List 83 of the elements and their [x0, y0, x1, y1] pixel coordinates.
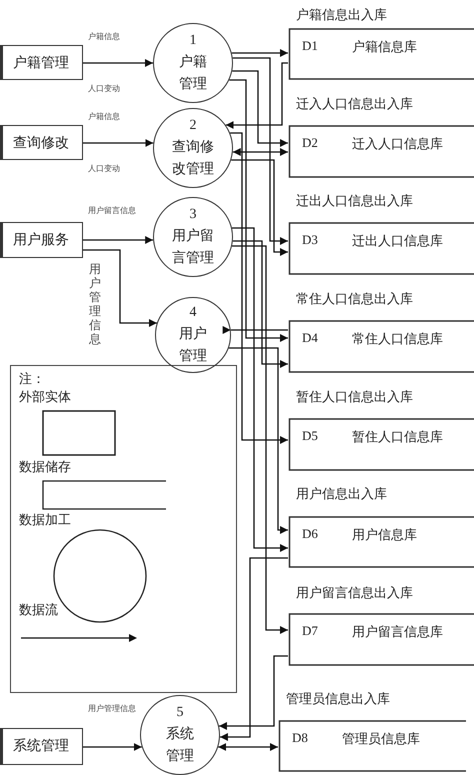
store-id: D1 [302, 38, 318, 54]
edge-label: 用户留言信息 [88, 205, 136, 216]
process-circle [153, 108, 233, 188]
flow-label: 人口变动 [88, 163, 120, 174]
arrow [230, 132, 288, 444]
process-number: 4 [190, 304, 196, 322]
legend-label: 外部实体 [19, 388, 71, 406]
arrow [232, 148, 289, 156]
store-heading: 常住人口信息出入库 [296, 290, 413, 308]
legend-label: 数据储存 [19, 458, 71, 476]
store-heading: 用户留言信息出入库 [296, 584, 413, 602]
store-name: 常住人口信息库 [352, 330, 443, 348]
store-name: 迁入人口信息库 [352, 135, 443, 153]
store-id: D2 [302, 135, 318, 151]
edge-label: 用户管理信息 [89, 262, 101, 346]
store-name: 户籍信息库 [352, 38, 417, 56]
note-label: 注： [19, 370, 45, 388]
process-name: 用户管理 [178, 325, 208, 366]
arrow [83, 236, 154, 244]
store-heading: 暂住人口信息出入库 [296, 388, 413, 406]
process-circle [155, 297, 231, 373]
external-entity-box: 查询修改 [0, 125, 83, 160]
store-id: D8 [292, 730, 308, 746]
store-name: 用户信息库 [352, 526, 417, 544]
arrow [231, 159, 288, 256]
process-name: 用户留言管理 [171, 227, 215, 268]
arrow [83, 249, 157, 327]
process-number: 3 [190, 206, 196, 224]
arrow [83, 59, 154, 67]
flow-label: 人口变动 [88, 83, 120, 94]
data-store [288, 516, 474, 568]
process-name: 系统管理 [165, 725, 195, 766]
store-id: D4 [302, 330, 318, 346]
process-name: 户籍管理 [178, 53, 208, 94]
store-name: 迁出人口信息库 [352, 232, 443, 250]
data-store [278, 720, 466, 772]
store-heading: 用户信息出入库 [296, 485, 387, 503]
arrow [218, 655, 288, 730]
arrow [229, 79, 288, 342]
arrow [218, 743, 279, 751]
store-id: D3 [302, 232, 318, 248]
data-store [288, 320, 474, 373]
store-id: D5 [302, 428, 318, 444]
external-entity-box: 系统管理 [0, 728, 83, 765]
data-store [288, 222, 474, 275]
arrow [232, 245, 288, 634]
data-store [288, 28, 474, 80]
process-name: 查询修改管理 [171, 138, 215, 179]
store-name: 用户留言信息库 [352, 623, 443, 641]
store-heading: 户籍信息出入库 [296, 6, 387, 24]
store-heading: 管理员信息出入库 [286, 690, 390, 708]
data-store [288, 125, 474, 178]
arrow [226, 62, 288, 129]
arrow [83, 139, 154, 147]
legend-label: 数据加工 [19, 511, 71, 529]
arrow [232, 70, 288, 147]
arrow [232, 227, 288, 552]
store-name: 管理员信息库 [342, 730, 420, 748]
store-heading: 迁出人口信息出入库 [296, 192, 413, 210]
store-name: 暂住人口信息库 [352, 428, 443, 446]
process-circle [140, 695, 220, 775]
store-heading: 迁入人口信息出入库 [296, 95, 413, 113]
edge-label: 户籍信息 [88, 111, 120, 122]
arrow [220, 557, 288, 741]
process-circle [153, 197, 233, 277]
arrow [83, 743, 142, 751]
process-circle [153, 23, 233, 103]
arrow [232, 240, 288, 368]
process-number: 2 [190, 117, 196, 136]
arrow [228, 347, 288, 534]
arrow [232, 57, 288, 245]
edge-label: 用户管理信息 [88, 703, 136, 714]
process-number: 1 [190, 32, 196, 50]
process-number: 5 [176, 704, 184, 722]
data-store [288, 613, 474, 666]
legend-label: 数据流 [19, 601, 58, 619]
arrow [232, 49, 289, 57]
data-store [288, 418, 474, 471]
external-entity-box: 用户服务 [0, 222, 83, 258]
edge-label: 户籍信息 [88, 31, 120, 42]
store-id: D7 [302, 623, 318, 639]
external-entity-box: 户籍管理 [0, 45, 83, 80]
store-id: D6 [302, 526, 318, 542]
